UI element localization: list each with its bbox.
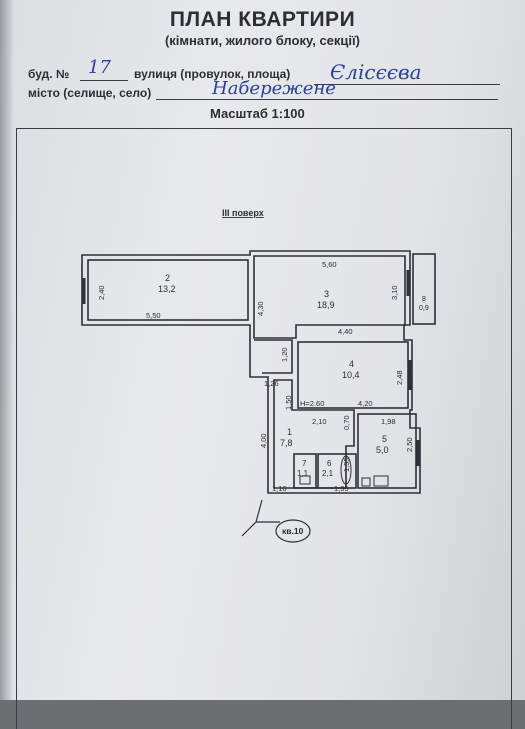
room-7-area: 1,1	[297, 469, 309, 478]
room-3-number: 3	[324, 289, 329, 299]
page-edge-shadow	[0, 0, 14, 700]
dim-r3-height-left: 4,30	[256, 301, 265, 316]
wc-fixture	[299, 475, 311, 485]
room-2-area: 13,2	[158, 284, 176, 294]
building-number-value: 17	[88, 57, 111, 78]
wall-room-2	[87, 259, 249, 321]
dim-hall-a: 1,50	[284, 395, 293, 410]
scale-label: Масштаб 1:100	[210, 106, 305, 121]
dim-r3-width-top: 5,60	[322, 260, 337, 269]
city-value: Набережене	[212, 78, 336, 99]
street-value: Єлісєєва	[330, 60, 422, 84]
entrance-arrow	[241, 499, 280, 537]
dim-bottom-a: 1,16	[272, 484, 287, 493]
room-8-area: 0,9	[419, 305, 429, 312]
dim-r2-width: 5,50	[146, 311, 161, 320]
city-label: місто (селище, село)	[28, 86, 152, 100]
room-6-area: 2,1	[322, 469, 334, 478]
wall-corridor	[254, 339, 293, 374]
dim-r5-height: 2,50	[405, 437, 414, 452]
dim-r4-height: 2,48	[395, 370, 404, 385]
room-3-area: 18,9	[317, 300, 335, 310]
room-6-number: 6	[327, 459, 332, 468]
room-4-number: 4	[349, 359, 354, 369]
dim-r2-height: 2,40	[97, 285, 106, 300]
document-subtitle: (кімнати, жилого блоку, секції)	[164, 33, 361, 48]
stove-fixture	[373, 475, 389, 487]
wall-room-6	[317, 453, 357, 489]
floor-label: ІІІ поверх	[222, 208, 264, 218]
dim-ceiling-height: Н=2.60	[300, 399, 324, 408]
city-underline	[156, 99, 498, 100]
drawing-frame	[16, 128, 512, 729]
dim-r3-width-bottom: 4,40	[338, 327, 353, 336]
room-8-number: 8	[422, 296, 426, 303]
wall-room-4	[297, 341, 409, 409]
sink-fixture	[361, 477, 371, 487]
dim-hall-c: 0,70	[342, 415, 351, 430]
dim-r1-height: 4,00	[259, 433, 268, 448]
wall-room-3	[253, 255, 406, 339]
street-label: вулиця (провулок, площа)	[134, 67, 291, 81]
apartment-label: кв.10	[282, 526, 304, 536]
room-2-number: 2	[165, 273, 170, 283]
street-underline	[314, 84, 500, 85]
dim-corridor-a: 1,20	[280, 347, 289, 362]
wall-balcony	[412, 253, 436, 325]
room-4-area: 10,4	[342, 370, 360, 380]
floor-plan: ІІІ поверх 2 13,2 3 18,9 4 10,4 1 7,8 5 …	[81, 208, 436, 543]
dim-corridor-b: 1,26	[264, 379, 279, 388]
wall-room-7	[293, 453, 317, 489]
wall-room-5	[357, 413, 417, 489]
wall-outer	[81, 250, 421, 494]
room-7-number: 7	[302, 459, 307, 468]
dim-bottom-b: 1,35	[334, 484, 349, 493]
bathtub-fixture	[340, 455, 352, 485]
building-number-label: буд. №	[28, 67, 70, 81]
room-1-number: 1	[287, 427, 292, 437]
building-number-underline	[80, 80, 128, 81]
dim-r6-width: 1,55	[342, 457, 351, 472]
dim-r3-height-right: 3,10	[390, 285, 399, 300]
room-1-area: 7,8	[280, 438, 293, 448]
apartment-marker	[275, 519, 311, 543]
room-5-area: 5,0	[376, 445, 389, 455]
dim-r4-width: 4,20	[358, 399, 373, 408]
dim-r5-width: 1,98	[381, 417, 396, 426]
dim-hall-b: 2,10	[312, 417, 327, 426]
room-5-number: 5	[382, 434, 387, 444]
document-title: ПЛАН КВАРТИРИ	[169, 8, 356, 31]
